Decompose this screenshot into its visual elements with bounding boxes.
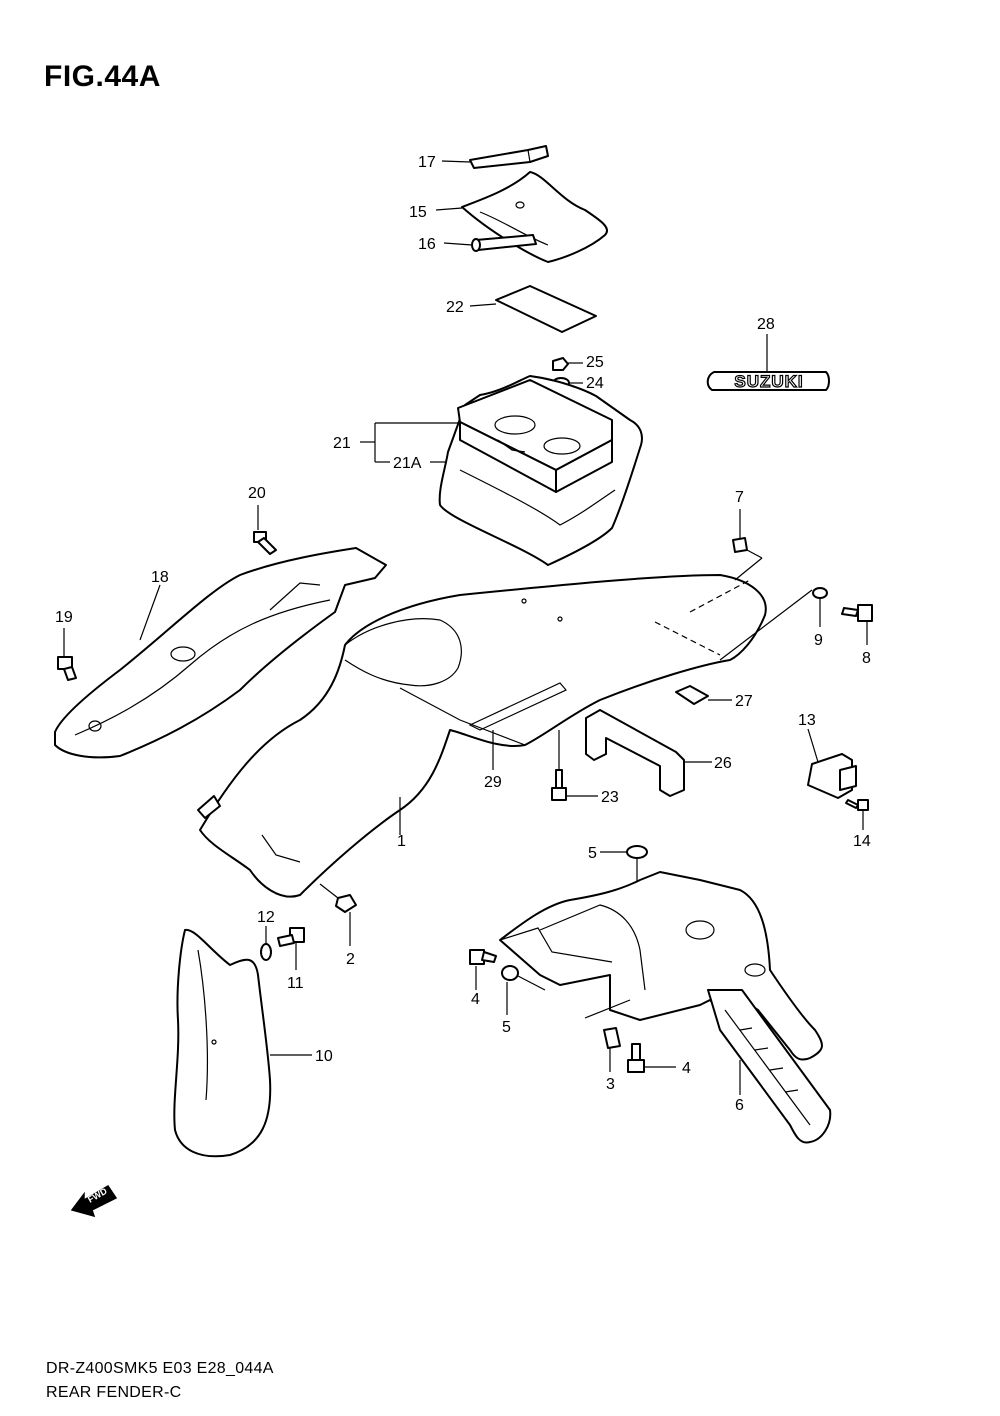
part-2-bolt [319, 883, 357, 946]
part-25-nut [552, 357, 583, 371]
callout-13: 13 [798, 712, 816, 729]
callout-26: 26 [714, 755, 732, 772]
part-8-bolt [841, 604, 873, 645]
part-4-bolt-left [469, 949, 497, 990]
part-5-grommet-left [501, 965, 546, 1015]
callout-14: 14 [853, 833, 871, 850]
part-22-pad [469, 285, 597, 333]
part-14-screw [845, 799, 869, 830]
callout-1: 1 [397, 833, 406, 850]
callout-19: 19 [55, 609, 73, 626]
figure-caption: REAR FENDER-C [46, 1384, 182, 1401]
model-code: DR-Z400SMK5 E03 E28_044A [46, 1360, 274, 1377]
callout-labels: 1 2 3 4 4 5 5 6 7 8 9 10 11 12 13 14 15 … [55, 154, 871, 1114]
part-7-clip [732, 509, 763, 581]
callout-21a: 21A [393, 455, 422, 472]
part-9-washer [719, 587, 828, 661]
part-10-mud-flap [173, 928, 312, 1158]
callout-29: 29 [484, 774, 502, 791]
part-23-bolt [551, 730, 598, 801]
part-28-emblem [706, 334, 830, 391]
part-26-handle [585, 709, 712, 797]
callout-12: 12 [257, 909, 275, 926]
callout-22: 22 [446, 299, 464, 316]
callout-27: 27 [735, 693, 753, 710]
part-1-rear-fender [197, 574, 767, 898]
part-20-screw [253, 505, 277, 555]
leader-21 [360, 422, 458, 463]
part-27-pad [675, 685, 732, 705]
callout-6: 6 [735, 1097, 744, 1114]
callout-24: 24 [586, 375, 604, 392]
callout-4-bottom: 4 [682, 1060, 691, 1077]
callout-9: 9 [814, 632, 823, 649]
callout-20: 20 [248, 485, 266, 502]
part-4-bolt-bottom [627, 1043, 676, 1073]
part-12-washer [260, 926, 272, 961]
callout-11: 11 [287, 975, 304, 992]
callout-5-top: 5 [588, 845, 597, 862]
part-15-tool-bag [435, 171, 608, 263]
callout-17: 17 [418, 154, 436, 171]
part-13-relay-holder [807, 728, 857, 799]
callout-28: 28 [757, 316, 775, 333]
part-21-tool-box-cover [457, 379, 613, 493]
part-18-side-cover [54, 547, 387, 759]
callout-21: 21 [333, 435, 351, 452]
part-17-strap [441, 145, 549, 169]
callout-7: 7 [735, 489, 744, 506]
callout-4-left: 4 [471, 991, 480, 1008]
callout-8: 8 [862, 650, 871, 667]
part-16-tool-tube [443, 234, 537, 252]
callout-15: 15 [409, 204, 427, 221]
callout-16: 16 [418, 236, 436, 253]
callout-2: 2 [346, 951, 355, 968]
callout-10: 10 [315, 1048, 333, 1065]
part-19-screw [57, 628, 77, 681]
part-3-clip [584, 999, 631, 1072]
emblem-text: SUZUKI [734, 372, 803, 391]
callout-23: 23 [601, 789, 619, 806]
callout-18: 18 [151, 569, 169, 586]
callout-3: 3 [606, 1076, 615, 1093]
part-11-bolt [277, 927, 305, 970]
figure-title: FIG.44A [44, 60, 161, 93]
fwd-arrow-icon: FWD [70, 1184, 118, 1218]
callout-5-left: 5 [502, 1019, 511, 1036]
callout-25: 25 [586, 354, 604, 371]
part-6-fender-bracket [499, 871, 832, 1144]
